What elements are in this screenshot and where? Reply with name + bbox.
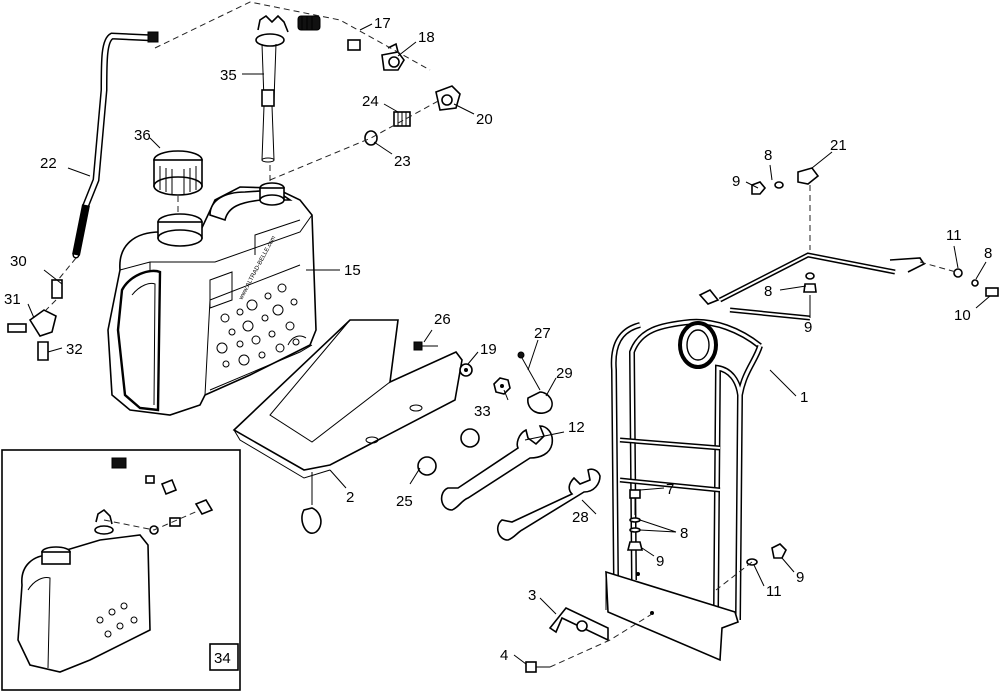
o-ring-23: [364, 130, 378, 146]
callout-7: 7: [666, 481, 674, 498]
callout-2: 2: [346, 489, 354, 506]
callout-9-mid: 9: [656, 553, 664, 570]
tap-18: [381, 42, 405, 71]
spanner-12: [440, 425, 554, 511]
callout-9-frame: 9: [804, 319, 812, 336]
washer-19: [459, 363, 473, 377]
callout-26: 26: [434, 311, 451, 328]
elbow-20: [435, 85, 461, 111]
callout-27: 27: [534, 325, 551, 342]
callout-labels: 1 2 3 4 7 8 8 8 8 9 9 9 9 10 11 11 12 15…: [4, 15, 992, 667]
callout-34: 34: [214, 650, 231, 667]
lynch-pin-2: [301, 472, 322, 534]
bolt-4: [525, 613, 653, 673]
washer-25: [417, 428, 480, 476]
callout-24: 24: [362, 93, 379, 110]
callout-30: 30: [10, 253, 27, 270]
leader-lines: [27, 23, 991, 665]
callout-33: 33: [474, 403, 491, 420]
callout-28: 28: [572, 509, 589, 526]
callout-9-lower: 9: [796, 569, 804, 586]
callout-31: 31: [4, 291, 21, 308]
callout-1: 1: [800, 389, 808, 406]
callout-11-top: 11: [946, 227, 962, 244]
callout-8-top: 8: [764, 147, 772, 164]
callout-12: 12: [568, 419, 585, 436]
callout-15: 15: [344, 262, 361, 279]
callout-17: 17: [374, 15, 391, 32]
adapter-24: [393, 111, 411, 127]
hose-22: [72, 31, 159, 259]
tank-cap: [153, 150, 203, 196]
nut-33: [493, 377, 511, 395]
fitting-17: [297, 15, 361, 51]
callout-32: 32: [66, 341, 83, 358]
tank-surface-dimples: [216, 283, 300, 368]
callout-4: 4: [500, 647, 508, 664]
callout-21: 21: [830, 137, 847, 154]
spanner-28: [496, 468, 601, 541]
callout-11-lower: 11: [766, 583, 782, 600]
hardware-right: [919, 261, 999, 297]
hardware-top: [751, 167, 820, 293]
callout-8-frame: 8: [764, 283, 772, 300]
callout-3: 3: [528, 587, 536, 604]
callout-10: 10: [954, 307, 971, 324]
callout-8-right: 8: [984, 245, 992, 262]
callout-29: 29: [556, 365, 573, 382]
tray-2: [232, 319, 463, 479]
callout-9-top: 9: [732, 173, 740, 190]
callout-19: 19: [480, 341, 497, 358]
callout-25: 25: [396, 493, 413, 510]
callout-23: 23: [394, 153, 411, 170]
bracket-3: [548, 607, 609, 642]
clip-27-29: [517, 351, 553, 414]
bolt-26: [413, 341, 438, 351]
tee-31: [7, 309, 57, 361]
callout-18: 18: [418, 29, 435, 46]
callout-20: 20: [476, 111, 493, 128]
callout-36: 36: [134, 127, 151, 144]
inset-34: [1, 449, 241, 691]
frame-1: [605, 243, 926, 662]
callout-8-mid: 8: [680, 525, 688, 542]
callout-35: 35: [220, 67, 237, 84]
hardware-9-11-lower: [715, 543, 787, 591]
hose-connector-frame: [698, 288, 720, 305]
callout-22: 22: [40, 155, 57, 172]
level-gauge: [255, 14, 289, 163]
water-tank: www.ALTRAD-BELLE.com: [107, 182, 317, 416]
